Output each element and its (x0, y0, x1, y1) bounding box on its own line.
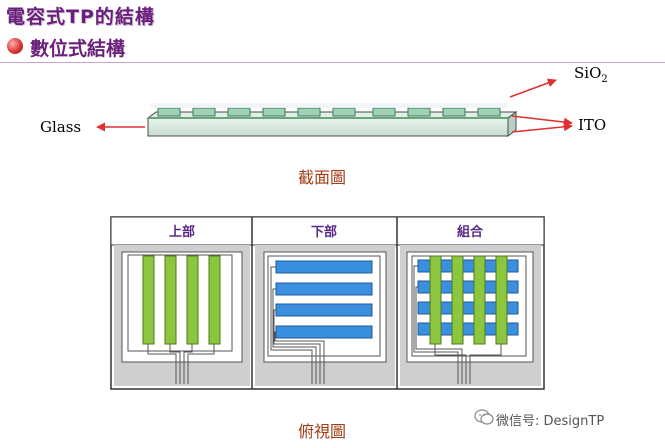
panel-upper-diagram (121, 251, 243, 384)
panel-combined-diagram (406, 251, 534, 384)
wechat-icon (474, 409, 494, 425)
page-title: 電容式TP的結構 (6, 6, 155, 28)
panel-label-combined: 組合 (457, 224, 484, 240)
sio2-blocks (157, 107, 501, 117)
ito-label: ITO (578, 116, 607, 134)
panel-label-upper: 上部 (169, 224, 195, 240)
ito-arrow-2 (511, 122, 573, 133)
watermark-text: 微信号: DesignTP (496, 414, 605, 429)
title-divider (0, 62, 665, 63)
top-view-caption: 俯視圖 (298, 422, 347, 441)
ito-arrow-1 (511, 115, 573, 127)
top-coating (150, 103, 508, 108)
ito-layer (148, 117, 508, 119)
page-subtitle: 數位式結構 (30, 38, 126, 60)
glass-label: Glass (40, 118, 82, 136)
panel-lower-diagram (263, 251, 387, 384)
panel-label-lower: 下部 (311, 224, 337, 240)
sio2-arrow (509, 78, 557, 98)
sio2-label: SiO2 (574, 64, 608, 85)
bullet-icon (7, 38, 23, 54)
section-view-caption: 截面圖 (298, 168, 347, 187)
